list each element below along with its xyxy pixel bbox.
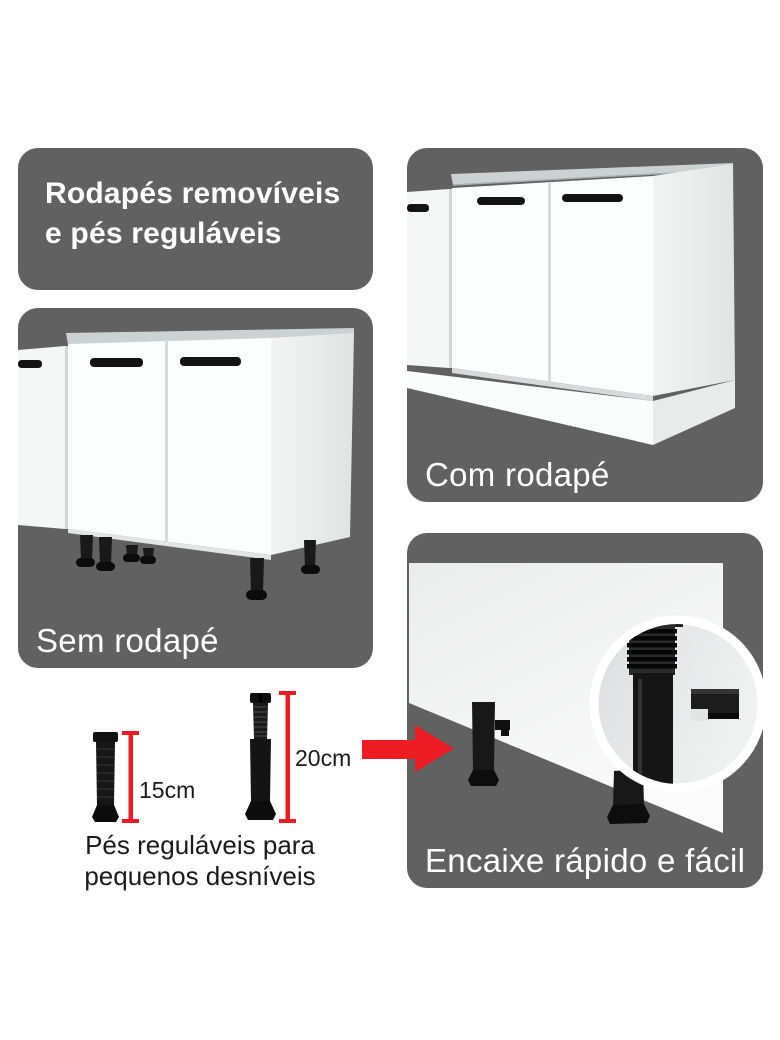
cabinet-front <box>452 176 653 396</box>
countertop <box>451 163 733 185</box>
cabinet-side <box>653 164 735 396</box>
measure-label-20cm: 20cm <box>295 745 352 771</box>
page-title-line2: e pés reguláveis <box>45 217 282 250</box>
panel-com-rodape: Com rodapé <box>407 148 763 502</box>
door-handle-icon <box>562 194 623 202</box>
foot-15cm-image <box>92 732 119 822</box>
plinth-side <box>653 380 735 445</box>
door-divider <box>165 340 168 542</box>
door-handle-icon <box>477 197 525 205</box>
door-handle-icon <box>407 204 429 212</box>
quick-fit-foot <box>468 702 510 786</box>
red-arrow-icon <box>362 725 454 772</box>
countertop <box>66 328 354 345</box>
panel-encaixe: Encaixe rápido e fácil <box>407 533 763 888</box>
plinth-front <box>407 371 653 445</box>
door-handle-icon <box>90 358 143 367</box>
cabinet-door-left-partial <box>18 346 65 529</box>
measure-line-20cm <box>279 691 296 823</box>
label-com-rodape: Com rodapé <box>425 456 610 493</box>
page-title: Rodapés removíveis e pés reguláveis <box>18 148 373 254</box>
cabinet-side <box>271 333 354 555</box>
cabinet-front <box>68 338 271 555</box>
title-card: Rodapés removíveis e pés reguláveis <box>18 148 373 290</box>
measure-line-15cm <box>122 731 139 823</box>
cabinet-without-plinth-image <box>18 328 355 600</box>
feet-caption-line1: Pés reguláveis para <box>85 830 315 860</box>
plinth-feet-closeup-image <box>409 563 763 833</box>
measure-label-15cm: 15cm <box>139 777 196 803</box>
label-encaixe: Encaixe rápido e fácil <box>425 842 746 879</box>
panel-sem-rodape: Sem rodapé <box>18 308 373 668</box>
adjustable-legs <box>76 535 320 600</box>
feet-caption-line2: pequenos desníveis <box>84 861 316 891</box>
door-handle-icon <box>18 360 42 368</box>
clip-connector-closeup <box>691 689 739 721</box>
feet-caption: Pés reguláveis para pequenos desníveis <box>78 830 322 892</box>
door-handle-icon <box>180 357 241 366</box>
cabinet-with-plinth-image <box>407 163 735 445</box>
door-divider <box>548 183 551 383</box>
label-sem-rodape: Sem rodapé <box>36 622 219 659</box>
cabinet-door-left-partial <box>407 189 449 368</box>
page-title-line1: Rodapés removíveis <box>45 177 341 210</box>
magnifier-circle <box>589 615 763 793</box>
adjustable-feet-image <box>92 691 296 823</box>
foot-20cm-image <box>245 693 276 820</box>
